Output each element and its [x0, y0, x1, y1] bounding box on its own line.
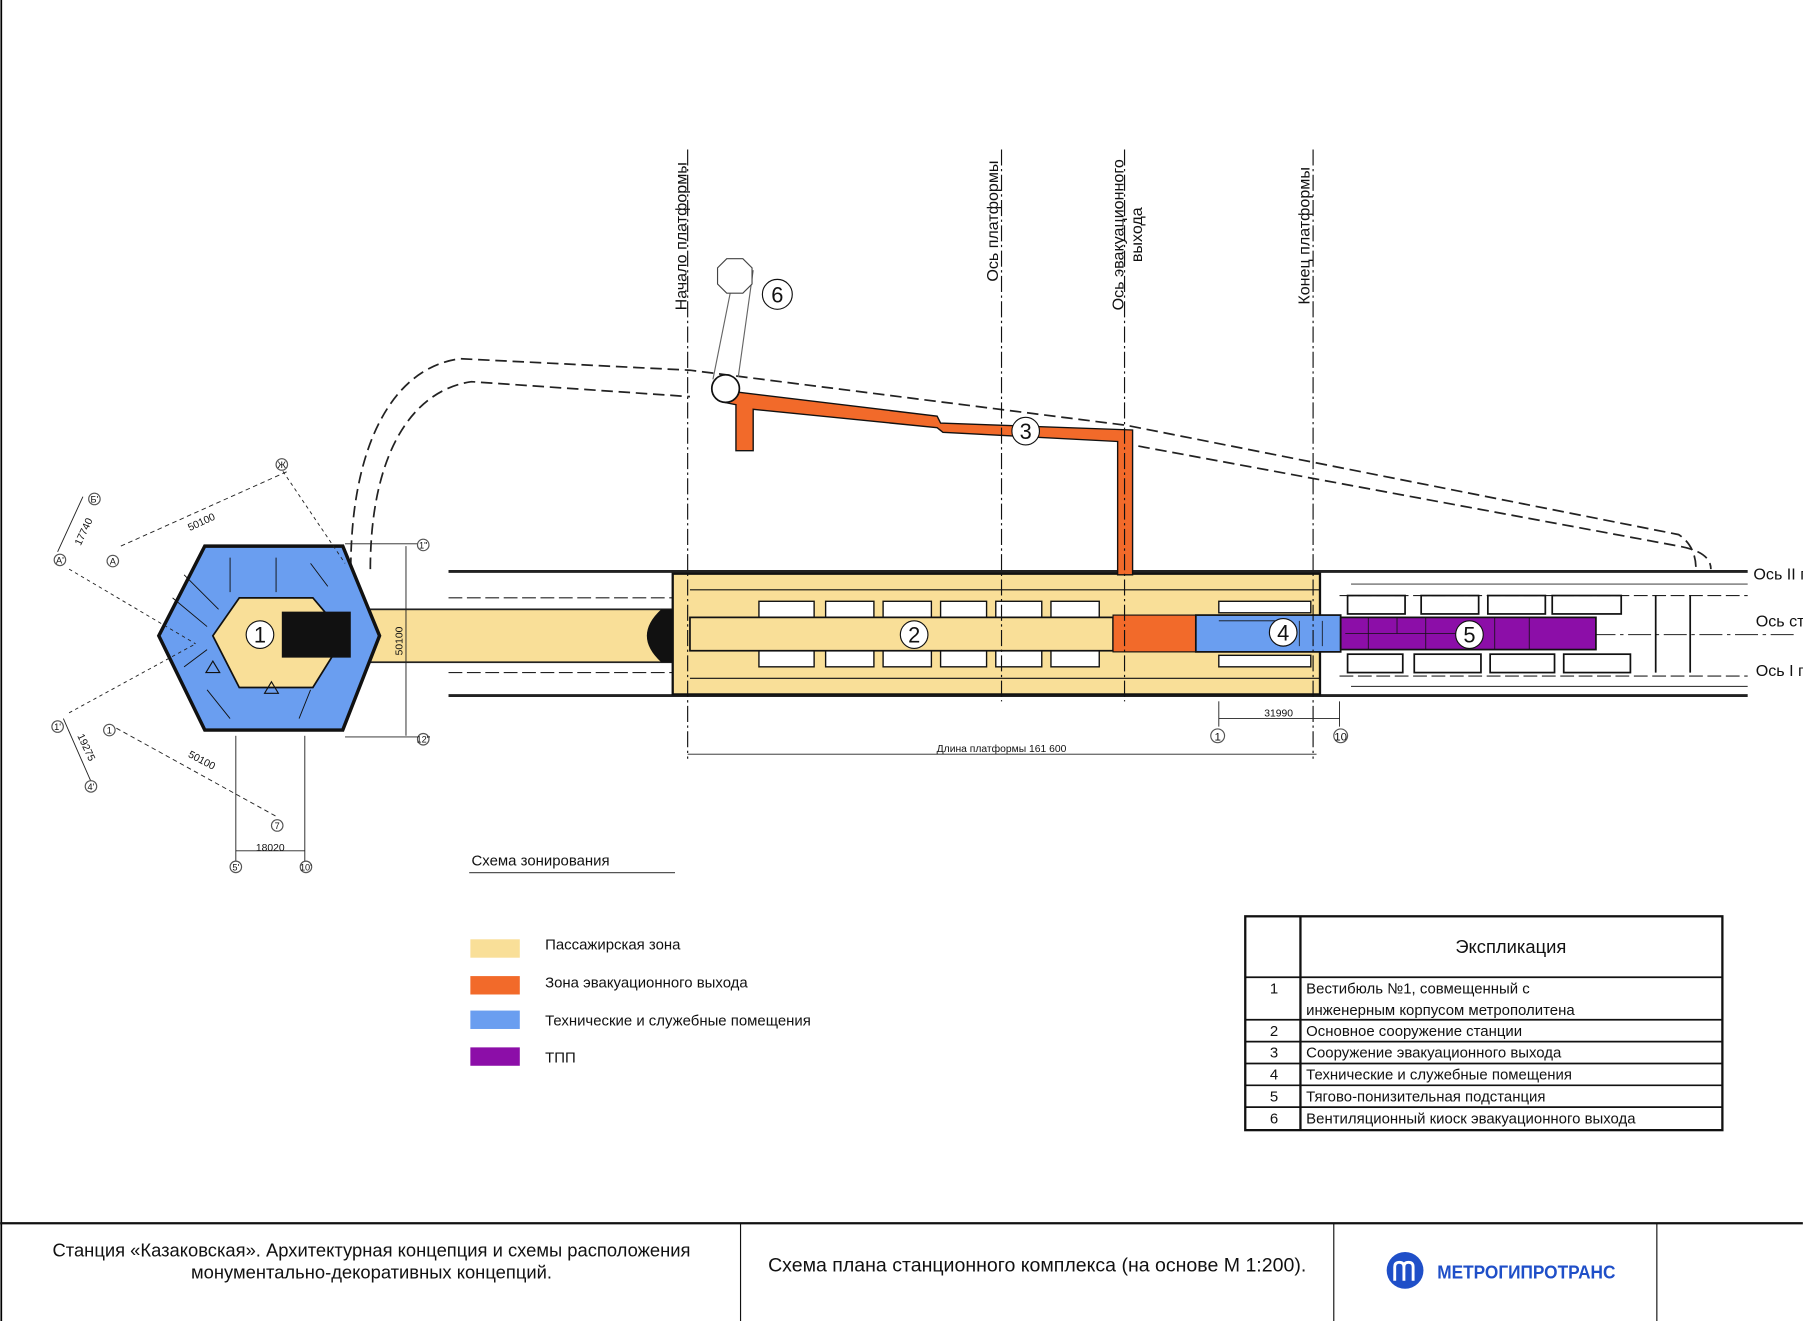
callout-5: 5	[1455, 620, 1484, 650]
explication-title: Экспликация	[1455, 936, 1566, 957]
svg-text:2: 2	[1270, 1023, 1278, 1040]
callout-4: 4	[1268, 617, 1298, 647]
axis-label-platform-axis: Ось платформы	[984, 161, 1002, 282]
svg-text:Б': Б'	[91, 494, 99, 504]
callouts: 1 2 3 4 5 6	[245, 278, 1484, 650]
project-title-line2: монументально-декоративных концепций.	[191, 1261, 552, 1282]
svg-text:18020: 18020	[256, 843, 285, 854]
zoning-legend: Схема зонирования Пассажирская зона Зона…	[469, 853, 811, 1066]
svg-text:17740: 17740	[73, 516, 95, 547]
svg-text:1: 1	[1270, 980, 1278, 997]
axis-labels: Начало платформы Ось платформы Ось эваку…	[673, 159, 1803, 680]
vent-kiosk-shaft	[710, 373, 741, 404]
axis-lines	[687, 149, 1314, 759]
svg-text:1: 1	[1214, 731, 1220, 743]
svg-text:1": 1"	[419, 540, 427, 550]
svg-text:Вестибюль №1, совмещенный с: Вестибюль №1, совмещенный с	[1306, 980, 1530, 997]
legend-swatch-technical	[470, 1010, 520, 1029]
axis-label-evac-1: Ось эвакуационного	[1109, 159, 1127, 310]
svg-text:12": 12"	[416, 735, 429, 745]
axis-label-platform-end: Конец платформы	[1296, 167, 1314, 305]
main-station-structure	[671, 572, 1692, 696]
svg-text:10': 10'	[300, 862, 312, 872]
company-logo-icon	[1386, 1252, 1424, 1289]
project-title-line1: Станция «Казаковская». Архитектурная кон…	[52, 1240, 690, 1261]
svg-text:Основное сооружение станции: Основное сооружение станции	[1306, 1023, 1522, 1040]
svg-text:1': 1'	[54, 722, 61, 732]
axis-label-platform-start: Начало платформы	[673, 162, 691, 310]
svg-text:5: 5	[1270, 1088, 1278, 1105]
svg-text:5': 5'	[232, 862, 239, 872]
grid-marks: Ж Б' А' А 1' 1 4' 7 5' 10' 1" 12" 1 10	[51, 458, 1349, 874]
svg-text:1: 1	[107, 726, 112, 736]
svg-text:2: 2	[908, 623, 920, 648]
track-i-label: Ось I п	[1756, 662, 1803, 680]
svg-text:4: 4	[1277, 620, 1289, 645]
svg-text:5: 5	[1463, 623, 1475, 648]
company-name: МЕТРОГИПРОТРАНС	[1437, 1261, 1615, 1282]
svg-text:А: А	[110, 557, 117, 567]
sheet-title: Схема плана станционного комплекса (на о…	[768, 1255, 1306, 1277]
svg-text:6: 6	[1270, 1110, 1278, 1127]
svg-text:Длина платформы 161 600: Длина платформы 161 600	[937, 743, 1067, 755]
svg-text:50100: 50100	[395, 626, 406, 655]
svg-text:7: 7	[275, 821, 280, 831]
legend-title: Схема зонирования	[472, 853, 610, 870]
svg-text:Зона эвакуационного выхода: Зона эвакуационного выхода	[545, 975, 748, 992]
legend-swatch-passenger	[470, 939, 520, 958]
legend-swatch-tpp	[470, 1047, 520, 1066]
svg-text:31990: 31990	[1264, 708, 1293, 719]
svg-text:Вентиляционный киоск эвакуацио: Вентиляционный киоск эвакуационного выхо…	[1306, 1110, 1636, 1127]
legend-swatch-evac	[470, 976, 520, 995]
track-ii-label: Ось II п	[1753, 565, 1803, 583]
explication-table: Экспликация 1 Вестибюль №1, совмещенный …	[1244, 915, 1724, 1132]
callout-1: 1	[245, 620, 275, 650]
station-axis-label: Ось ст	[1756, 613, 1803, 631]
svg-text:Ж: Ж	[278, 460, 287, 470]
evac-zone-block	[1112, 614, 1197, 653]
svg-text:4: 4	[1270, 1067, 1278, 1084]
callout-3: 3	[1011, 416, 1041, 446]
svg-text:19275: 19275	[74, 732, 96, 763]
passage-corridor	[349, 608, 680, 664]
svg-text:1: 1	[254, 623, 266, 648]
svg-text:ТПП: ТПП	[545, 1049, 576, 1066]
dimension-lines	[57, 470, 1340, 863]
title-block: Станция «Казаковская». Архитектурная кон…	[0, 1222, 1803, 1321]
svg-text:10: 10	[1334, 731, 1347, 743]
svg-text:Пассажирская зона: Пассажирская зона	[545, 937, 681, 954]
svg-text:3: 3	[1270, 1045, 1278, 1062]
svg-text:Технические и служебные помеще: Технические и служебные помещения	[1306, 1067, 1572, 1084]
svg-text:6: 6	[771, 282, 783, 307]
callout-6: 6	[761, 278, 793, 310]
svg-text:Сооружение эвакуационного выхо: Сооружение эвакуационного выхода	[1306, 1045, 1562, 1062]
svg-text:Тягово-понизительная подстанци: Тягово-понизительная подстанция	[1306, 1088, 1545, 1105]
svg-text:3: 3	[1020, 419, 1032, 444]
svg-text:Технические и служебные помеще: Технические и служебные помещения	[545, 1013, 811, 1030]
callout-2: 2	[899, 620, 929, 650]
svg-text:А': А'	[56, 555, 64, 565]
svg-text:4': 4'	[88, 782, 95, 792]
svg-text:инженерным корпусом метрополит: инженерным корпусом метрополитена	[1306, 1002, 1575, 1019]
vent-kiosk-octagon	[716, 258, 753, 294]
axis-label-evac-2: выхода	[1128, 207, 1146, 262]
